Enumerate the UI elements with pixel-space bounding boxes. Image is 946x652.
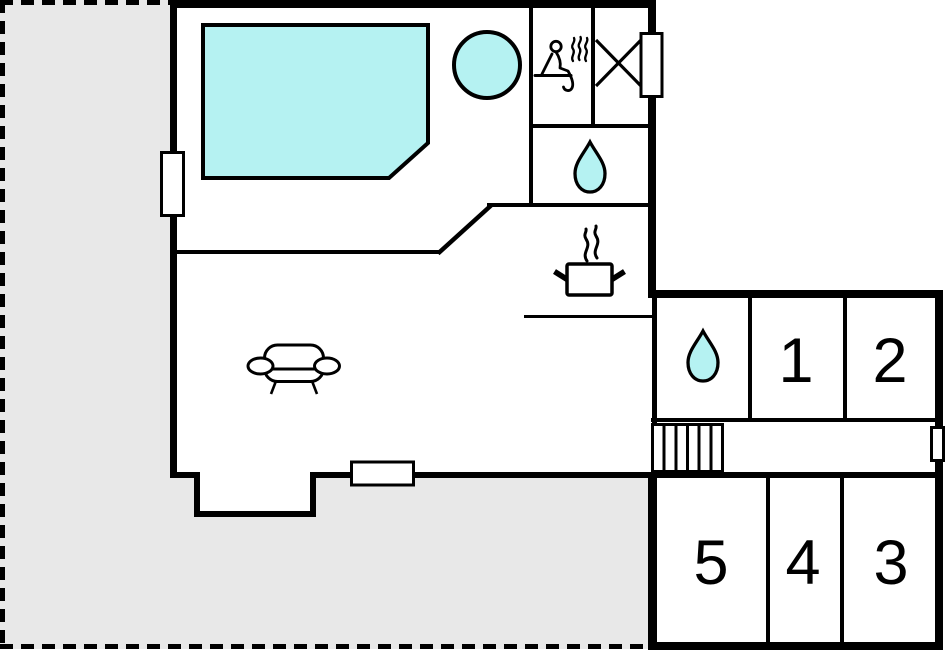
sofa-icon xyxy=(246,343,341,395)
room-5-label: 5 xyxy=(693,528,728,598)
water-drop-bathroom-icon xyxy=(573,138,607,194)
window-south xyxy=(350,460,415,487)
window-west xyxy=(160,151,185,217)
terrace xyxy=(0,0,656,650)
terrace-boundary-dashed xyxy=(0,0,656,650)
sauna-steam-icon xyxy=(571,35,589,63)
window-annex-east xyxy=(930,426,945,462)
room-labels: 1 2 3 4 5 xyxy=(693,326,908,598)
water-drop-annex-icon xyxy=(686,327,720,383)
swimming-pool-icon xyxy=(201,23,430,180)
terrace-area-bottom xyxy=(0,476,654,649)
window-east-shower xyxy=(639,32,664,98)
shower-icon xyxy=(594,38,643,88)
kitchen-counter-line xyxy=(524,315,656,318)
entrance-bay-interior xyxy=(194,472,316,517)
main-building-walls xyxy=(170,0,657,650)
staircase-icon xyxy=(651,423,724,473)
cooking-pot-icon xyxy=(553,224,626,297)
pot-steam-icon xyxy=(583,227,590,263)
room-1-label: 1 xyxy=(778,326,813,396)
sauna-icon xyxy=(533,35,589,92)
windows xyxy=(160,32,945,487)
pot-steam-icon xyxy=(593,224,600,260)
room-2-label: 2 xyxy=(872,326,907,396)
room-4-label: 4 xyxy=(785,528,820,598)
hot-tub-icon xyxy=(452,30,522,100)
annex-walls xyxy=(648,290,943,650)
room-3-label: 3 xyxy=(873,528,908,598)
